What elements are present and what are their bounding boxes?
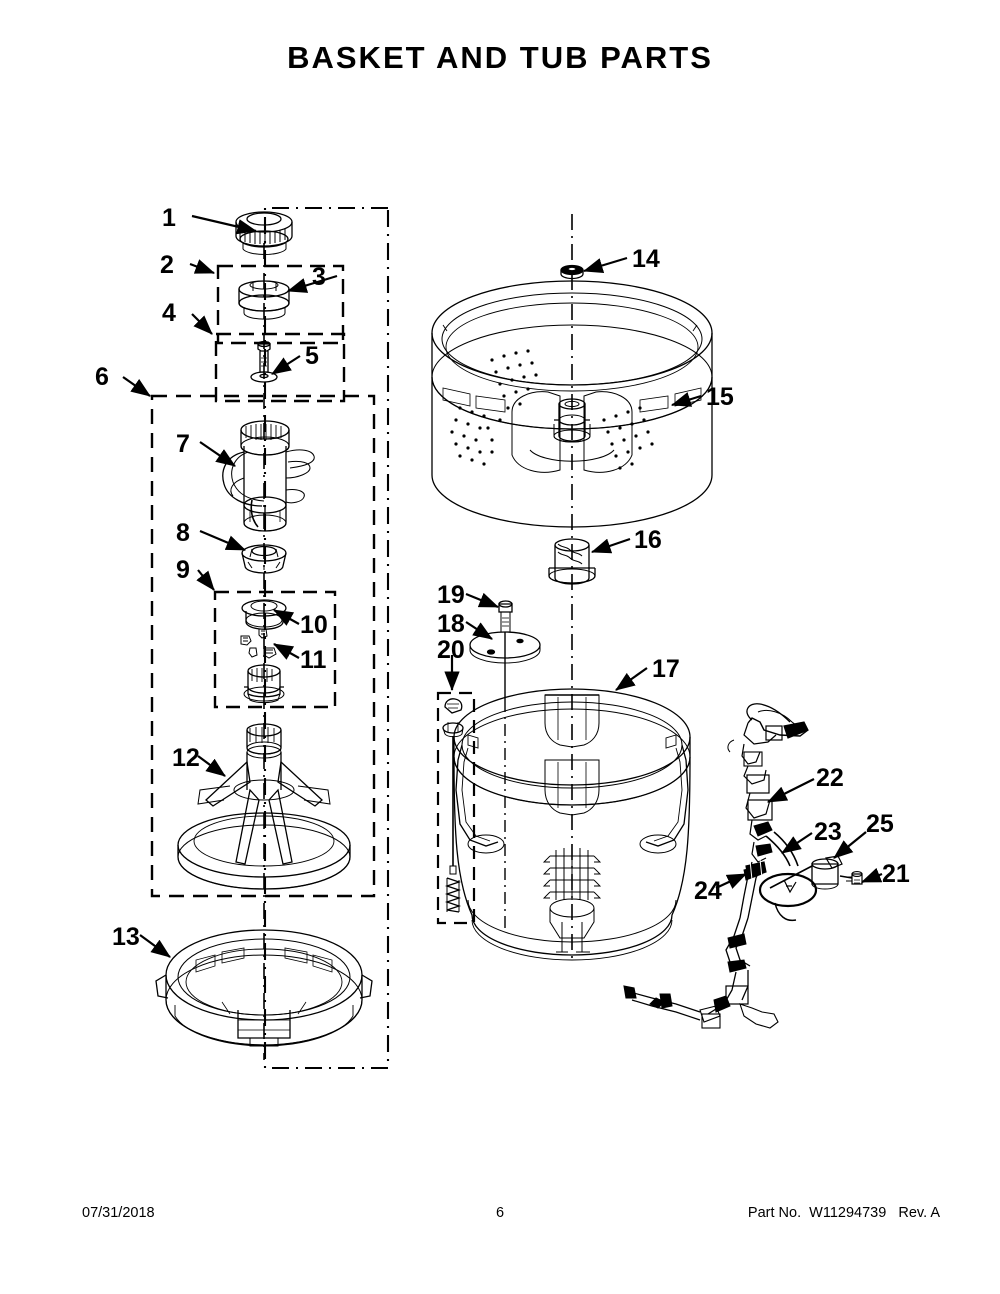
group-box-seal-kit — [216, 264, 345, 345]
callout-16: 16 — [634, 526, 662, 554]
callout-24: 24 — [694, 877, 722, 905]
part-agitator-auger — [222, 420, 315, 532]
part-spline-coupling — [243, 664, 285, 704]
page-footer: 07/31/2018 6 Part No. W11294739 Rev. A — [0, 1205, 1000, 1225]
group-box-bolt-kit — [214, 332, 346, 403]
part-wash-basket — [431, 280, 713, 528]
part-impeller — [177, 723, 351, 890]
part-hose-clamp — [811, 855, 853, 890]
callout-15: 15 — [706, 383, 734, 411]
callout-8: 8 — [176, 519, 190, 547]
callout-leader-hose-extra — [769, 865, 813, 889]
callout-18: 18 — [437, 610, 465, 638]
part-washer — [250, 371, 278, 383]
callout-22: 22 — [816, 764, 844, 792]
callout-leaders — [122, 214, 883, 958]
callout-9: 9 — [176, 556, 190, 584]
part-basket-hub-ring — [155, 929, 373, 1047]
callout-11: 11 — [300, 646, 327, 674]
callout-10: 10 — [300, 611, 328, 639]
part-suspension-rod — [442, 698, 464, 913]
part-hex-screw — [498, 600, 513, 633]
footer-part-number: Part No. W11294739 Rev. A — [747, 1205, 940, 1221]
callout-25: 25 — [866, 810, 894, 838]
callout-12: 12 — [172, 744, 200, 772]
part-retainer-clips — [240, 628, 277, 659]
callout-3: 3 — [312, 263, 326, 291]
part-basket-washer — [560, 264, 584, 280]
callout-20: 20 — [437, 636, 465, 664]
callout-2: 2 — [160, 251, 174, 279]
part-pressure-hose — [758, 831, 818, 922]
part-ratchet-cam — [241, 544, 287, 574]
group-box-suspension-rod — [436, 691, 476, 925]
group-box-agitator-assembly — [150, 394, 376, 898]
callout-21: 21 — [882, 860, 910, 888]
callout-19: 19 — [437, 581, 465, 609]
callout-5: 5 — [305, 342, 319, 370]
callout-1: 1 — [162, 204, 176, 232]
callout-7: 7 — [176, 430, 190, 458]
part-drive-hub — [548, 538, 596, 585]
part-agitator-cap — [235, 211, 293, 256]
group-box-outer-assembly — [263, 206, 390, 1070]
footer-date: 07/31/2018 — [82, 1205, 155, 1221]
page-title: BASKET AND TUB PARTS — [287, 40, 713, 75]
callout-14: 14 — [632, 245, 660, 273]
callout-23: 23 — [814, 818, 842, 846]
part-wire-harness — [623, 703, 809, 1029]
group-box-coupling-kit — [213, 590, 337, 709]
part-outer-tub — [453, 688, 691, 961]
callout-13: 13 — [112, 923, 140, 951]
callout-6: 6 — [95, 363, 109, 391]
footer-page-number: 6 — [495, 1205, 505, 1221]
part-harness-clip — [745, 858, 767, 881]
callout-17: 17 — [652, 655, 680, 683]
callout-4: 4 — [162, 299, 176, 327]
